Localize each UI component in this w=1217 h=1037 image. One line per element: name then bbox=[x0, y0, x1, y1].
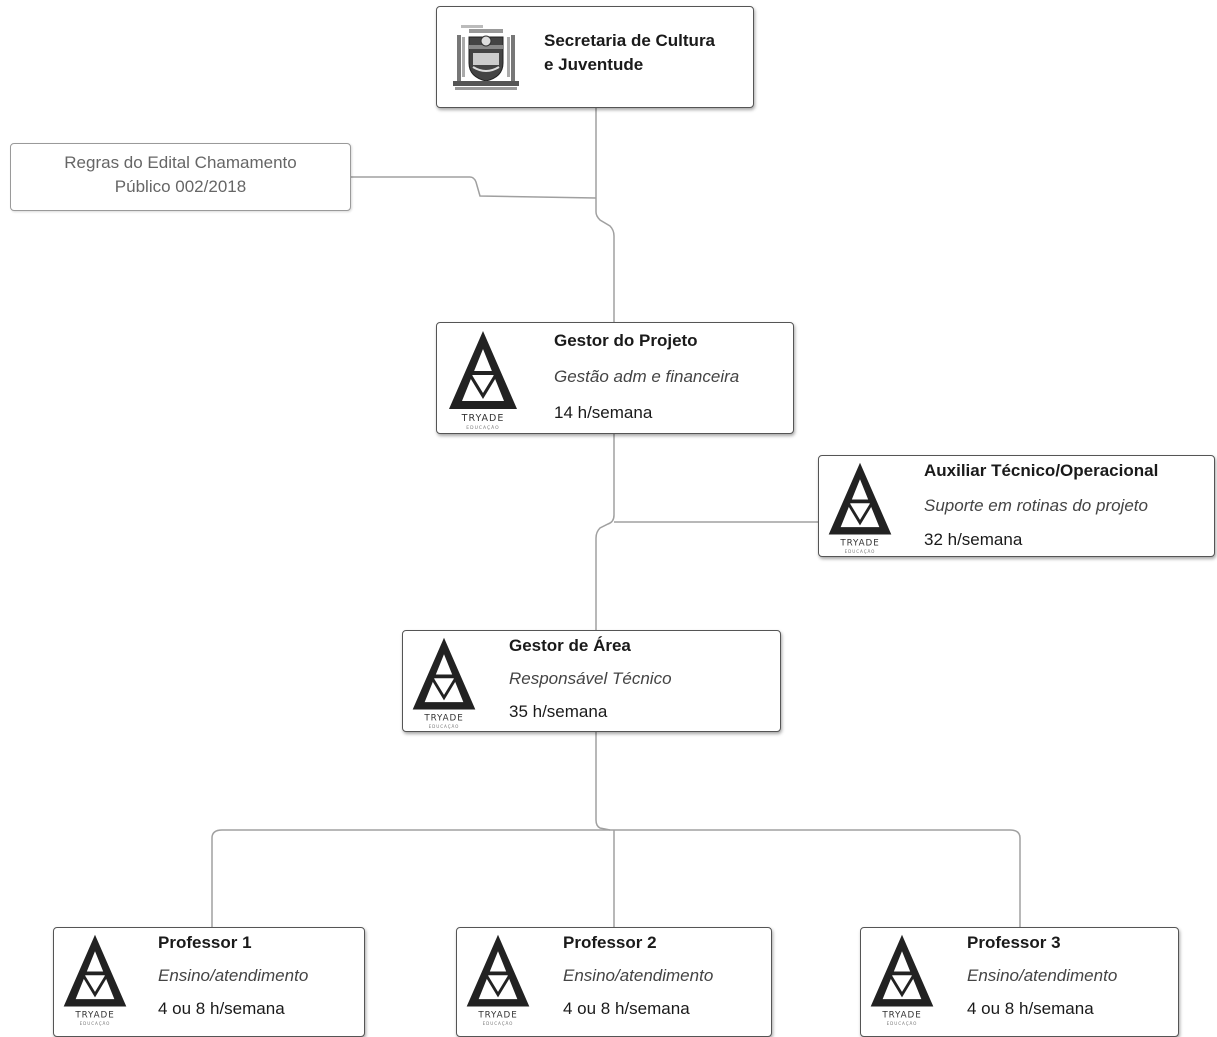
auxiliar-title: Auxiliar Técnico/Operacional bbox=[924, 461, 1159, 480]
svg-text:EDUCAÇÃO: EDUCAÇÃO bbox=[80, 1021, 111, 1026]
tryade-logo-icon: TRYADE EDUCAÇÃO bbox=[828, 462, 892, 554]
svg-text:TRYADE: TRYADE bbox=[839, 539, 879, 549]
professor-1-subtitle: Ensino/atendimento bbox=[158, 966, 309, 985]
auxiliar-hours: 32 h/semana bbox=[924, 530, 1023, 549]
node-rules[interactable]: Regras do Edital Chamamento Público 002/… bbox=[10, 143, 351, 211]
connector-secretaria-gestor bbox=[595, 108, 615, 322]
svg-text:TRYADE: TRYADE bbox=[881, 1011, 921, 1021]
rules-line-2: Público 002/2018 bbox=[114, 177, 247, 196]
professor-2-subtitle: Ensino/atendimento bbox=[563, 966, 714, 985]
gestor-projeto-subtitle: Gestão adm e financeira bbox=[554, 367, 740, 386]
professor-2-hours: 4 ou 8 h/semana bbox=[563, 999, 690, 1018]
professor-2-title: Professor 2 bbox=[563, 933, 657, 952]
gestor-area-title: Gestor de Área bbox=[509, 636, 631, 655]
connector-projeto-area bbox=[595, 434, 615, 630]
svg-text:EDUCAÇÃO: EDUCAÇÃO bbox=[466, 424, 499, 431]
node-gestor-area[interactable]: TRYADE EDUCAÇÃO Gestor de Área Responsáv… bbox=[402, 630, 781, 732]
auxiliar-subtitle: Suporte em rotinas do projeto bbox=[924, 496, 1148, 515]
tryade-logo-icon: TRYADE EDUCAÇÃO bbox=[466, 934, 530, 1026]
gestor-area-hours: 35 h/semana bbox=[509, 702, 608, 721]
secretaria-title: Secretaria de Cultura e Juventude bbox=[544, 31, 716, 74]
node-professor-2[interactable]: TRYADE EDUCAÇÃO Professor 2 Ensino/atend… bbox=[456, 927, 772, 1037]
municipal-coat-of-arms-icon bbox=[453, 25, 519, 90]
gestor-area-subtitle: Responsável Técnico bbox=[509, 669, 672, 688]
rules-line-1: Regras do Edital Chamamento bbox=[64, 153, 297, 172]
tryade-logo-icon: TRYADE EDUCAÇÃO bbox=[63, 934, 127, 1026]
professor-1-title: Professor 1 bbox=[158, 933, 252, 952]
connector-area-bus bbox=[595, 732, 611, 831]
svg-text:TRYADE: TRYADE bbox=[74, 1011, 114, 1021]
tryade-logo-icon: TRYADE EDUCAÇÃO bbox=[870, 934, 934, 1026]
node-secretaria[interactable]: Secretaria de Cultura e Juventude bbox=[436, 6, 754, 108]
professor-3-subtitle: Ensino/atendimento bbox=[967, 966, 1118, 985]
tryade-logo-icon: TRYADE EDUCAÇÃO bbox=[412, 637, 476, 729]
node-professor-3[interactable]: TRYADE EDUCAÇÃO Professor 3 Ensino/atend… bbox=[860, 927, 1179, 1037]
gestor-projeto-title: Gestor do Projeto bbox=[554, 331, 698, 350]
professor-1-hours: 4 ou 8 h/semana bbox=[158, 999, 285, 1018]
svg-text:EDUCAÇÃO: EDUCAÇÃO bbox=[887, 1021, 918, 1026]
gestor-projeto-hours: 14 h/semana bbox=[554, 403, 653, 422]
svg-text:TRYADE: TRYADE bbox=[461, 413, 505, 424]
node-gestor-projeto[interactable]: TRYADE EDUCAÇÃO Gestor do Projeto Gestão… bbox=[436, 322, 794, 434]
svg-text:TRYADE: TRYADE bbox=[477, 1011, 517, 1021]
node-auxiliar[interactable]: TRYADE EDUCAÇÃO Auxiliar Técnico/Operaci… bbox=[818, 455, 1215, 557]
professor-3-hours: 4 ou 8 h/semana bbox=[967, 999, 1094, 1018]
svg-text:EDUCAÇÃO: EDUCAÇÃO bbox=[429, 724, 460, 729]
svg-text:EDUCAÇÃO: EDUCAÇÃO bbox=[483, 1021, 514, 1026]
node-professor-1[interactable]: TRYADE EDUCAÇÃO Professor 1 Ensino/atend… bbox=[53, 927, 365, 1037]
connector-bus bbox=[211, 829, 1021, 839]
svg-text:TRYADE: TRYADE bbox=[423, 714, 463, 724]
professor-3-title: Professor 3 bbox=[967, 933, 1061, 952]
svg-text:EDUCAÇÃO: EDUCAÇÃO bbox=[845, 549, 876, 554]
tryade-logo-icon: TRYADE EDUCAÇÃO bbox=[449, 331, 517, 431]
connector-rules-trunk bbox=[350, 176, 597, 199]
